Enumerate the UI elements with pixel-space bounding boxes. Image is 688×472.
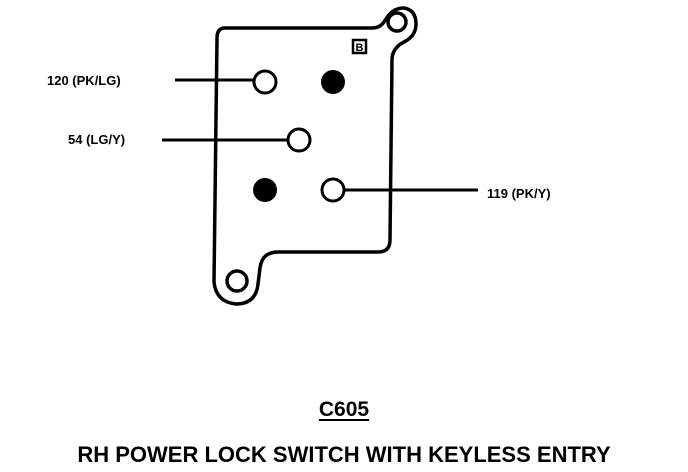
wire-label-54: 54 (LG/Y) (68, 132, 126, 147)
marking-letter: B (356, 42, 364, 54)
connector-description: RH POWER LOCK SWITCH WITH KEYLESS ENTRY (77, 442, 611, 467)
connector-id: C605 (318, 398, 370, 421)
connector-housing (212, 6, 418, 306)
wire-label-120: 120 (PK/LG) (47, 73, 121, 88)
pin-filled-bottom-left (253, 178, 277, 202)
mounting-hole-top-right (386, 11, 408, 33)
pin-open-54 (286, 127, 312, 153)
wire-label-119: 119 (PK/Y) (487, 186, 551, 201)
mounting-hole-bottom-left (225, 269, 249, 293)
pin-open-120 (252, 69, 278, 95)
pin-open-119 (320, 177, 346, 203)
marking-box (351, 38, 368, 55)
pin-filled-top-right (321, 70, 345, 94)
